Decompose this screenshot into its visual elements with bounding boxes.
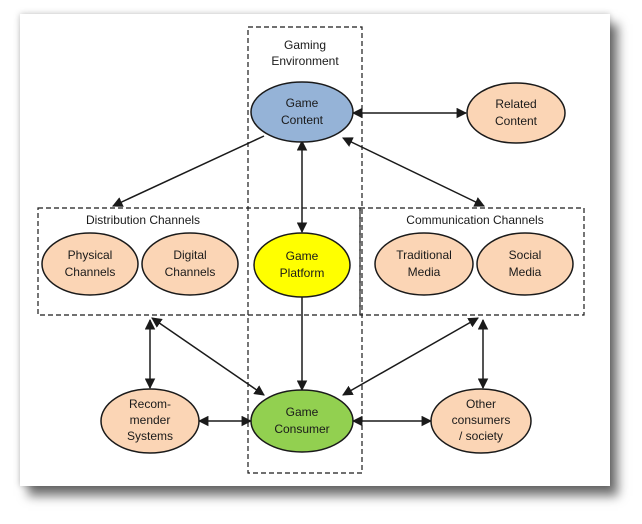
recommender-systems-label-3: Systems	[127, 429, 173, 443]
node-digital-channels: Digital Channels	[141, 232, 239, 296]
other-consumers-label-1: Other	[466, 397, 496, 411]
node-recommender-systems: Recom- mender Systems	[100, 388, 200, 454]
traditional-media-label-1: Traditional	[396, 248, 452, 262]
game-consumer-label-1: Game	[286, 405, 319, 419]
related-content-label-2: Content	[495, 114, 538, 128]
physical-channels-label-2: Channels	[65, 265, 116, 279]
gaming-environment-label-2: Environment	[271, 54, 339, 68]
social-media-label-1: Social	[509, 248, 542, 262]
related-content-shape	[466, 82, 566, 144]
recommender-systems-label-2: mender	[130, 413, 171, 427]
game-consumer-shape	[250, 389, 354, 453]
node-game-platform: Game Platform	[253, 232, 351, 298]
arrow-distribution-consumer	[151, 317, 265, 396]
traditional-media-label-2: Media	[408, 265, 441, 279]
gaming-environment-label-1: Gaming	[284, 38, 326, 52]
other-consumers-label-3: / society	[459, 429, 503, 443]
communication-channels-label: Communication Channels	[406, 213, 543, 227]
game-content-label-1: Game	[286, 96, 319, 110]
related-content-label-1: Related	[495, 97, 536, 111]
game-consumer-label-2: Consumer	[274, 422, 329, 436]
game-content-shape	[250, 81, 354, 143]
node-social-media: Social Media	[476, 232, 574, 296]
node-game-consumer: Game Consumer	[250, 389, 354, 453]
physical-channels-label-1: Physical	[68, 248, 113, 262]
social-media-label-2: Media	[509, 265, 542, 279]
digital-channels-shape	[141, 232, 239, 296]
digital-channels-label-2: Channels	[165, 265, 216, 279]
physical-channels-shape	[41, 232, 139, 296]
node-physical-channels: Physical Channels	[41, 232, 139, 296]
recommender-systems-shape	[100, 388, 200, 454]
node-game-content: Game Content	[250, 81, 354, 143]
arrow-content-distribution	[112, 135, 265, 207]
other-consumers-label-2: consumers	[452, 413, 511, 427]
connector-arrows	[112, 107, 489, 427]
traditional-media-shape	[374, 232, 474, 296]
distribution-channels-label: Distribution Channels	[86, 213, 200, 227]
other-consumers-shape	[430, 388, 532, 454]
game-platform-label-1: Game	[286, 249, 319, 263]
recommender-systems-label-1: Recom-	[129, 397, 171, 411]
game-content-label-2: Content	[281, 113, 324, 127]
gaming-environment-box	[247, 26, 363, 474]
arrow-communication-consumer	[342, 317, 479, 396]
arrow-content-communication	[342, 137, 485, 207]
social-media-shape	[476, 232, 574, 296]
digital-channels-label-1: Digital	[173, 248, 206, 262]
distribution-channels-box	[37, 207, 361, 316]
game-platform-shape	[253, 232, 351, 298]
node-traditional-media: Traditional Media	[374, 232, 474, 296]
node-other-consumers: Other consumers / society	[430, 388, 532, 454]
node-related-content: Related Content	[466, 82, 566, 144]
communication-channels-box	[359, 207, 585, 316]
game-platform-label-2: Platform	[280, 266, 325, 280]
